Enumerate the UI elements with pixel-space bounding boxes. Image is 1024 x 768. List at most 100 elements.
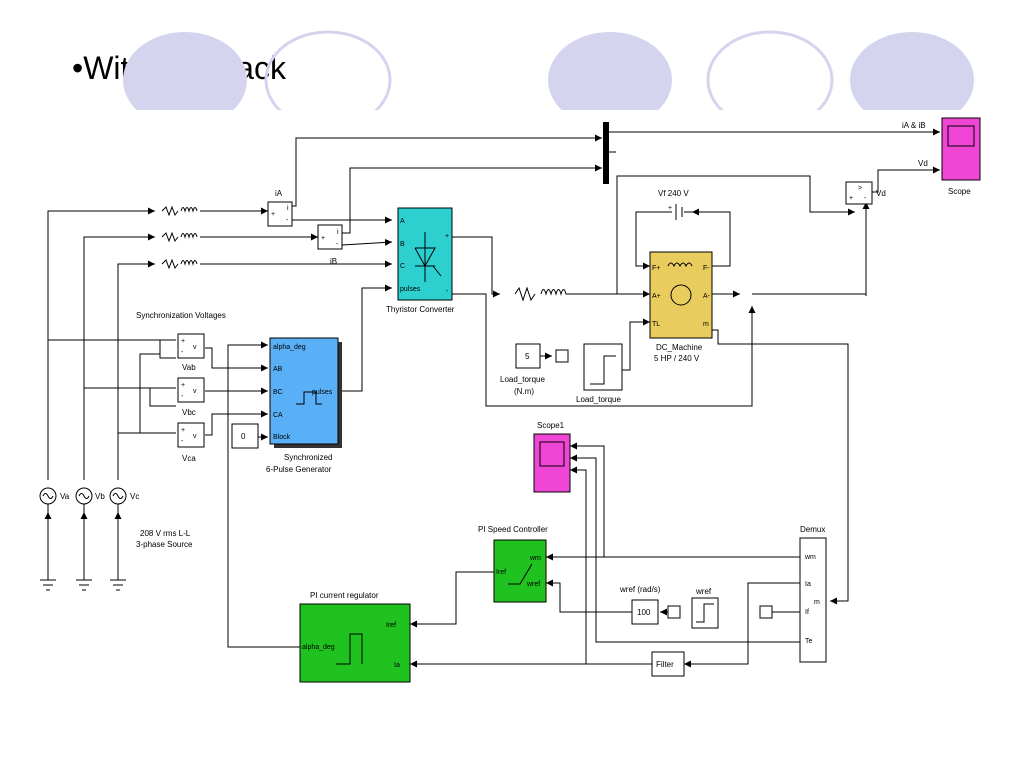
vd-label: Vd xyxy=(876,189,886,198)
wref-step[interactable]: wref xyxy=(691,587,719,629)
mux-bar[interactable] xyxy=(603,122,609,184)
sync-voltages-title: Synchronization Voltages xyxy=(136,311,226,320)
source-vc[interactable]: Vc xyxy=(109,487,139,591)
load-torque-constant[interactable]: 5 Load_torque (N.m) xyxy=(500,343,569,396)
vca-label: Vca xyxy=(182,454,196,463)
svg-text:-: - xyxy=(446,288,449,295)
scope1-label: Scope1 xyxy=(537,421,565,430)
svg-text:-: - xyxy=(336,241,339,248)
scope1[interactable]: Scope1 xyxy=(533,421,571,493)
svg-text:wref: wref xyxy=(526,581,540,588)
svg-text:m: m xyxy=(703,321,709,328)
svg-text:+: + xyxy=(271,211,275,218)
pi-speed-controller[interactable]: Iref wm wref PI Speed Controller xyxy=(478,525,548,603)
if-terminator[interactable] xyxy=(759,605,773,619)
dc-machine-label-line1: DC_Machine xyxy=(656,343,703,352)
svg-text:A+: A+ xyxy=(652,293,661,300)
svg-text:alpha_deg: alpha_deg xyxy=(302,644,335,651)
svg-text:+: + xyxy=(445,233,449,240)
svg-text:wm: wm xyxy=(804,554,816,561)
svg-text:+: + xyxy=(181,427,185,434)
current-meter-ia[interactable]: + i - iA xyxy=(267,189,293,227)
vm-vbc[interactable]: +- v Vbc xyxy=(177,377,205,417)
wref-constant[interactable]: 100 wref (rad/s) xyxy=(619,585,681,625)
source-va-label: Va xyxy=(60,492,70,501)
armature-rl xyxy=(514,286,580,302)
svg-text:F+: F+ xyxy=(652,265,660,272)
svg-text:If: If xyxy=(805,609,809,616)
vab-label: Vab xyxy=(182,363,196,372)
load-torque-step[interactable]: Load_torque xyxy=(576,343,623,404)
svg-text:-: - xyxy=(181,438,184,445)
svg-text:Te: Te xyxy=(805,638,813,645)
scope[interactable]: Scope iA & iB Vd xyxy=(902,117,981,196)
three-phase-source[interactable]: Va Vb Vc 208 V rms L-L 3-phase Source xyxy=(39,487,193,591)
pi-speed-title: PI Speed Controller xyxy=(478,525,548,534)
svg-text:F-: F- xyxy=(703,265,710,272)
svg-text:v: v xyxy=(193,433,197,440)
svg-text:-: - xyxy=(286,217,289,224)
bg-circle xyxy=(548,32,672,128)
demux[interactable]: wm Ia If Te m Demux xyxy=(799,525,827,663)
wref-label: wref (rad/s) xyxy=(619,585,661,594)
dc-machine[interactable]: F+ A+ TL F- A- m DC_Machine 5 HP / 240 V xyxy=(649,251,713,363)
svg-text:Iref: Iref xyxy=(496,569,506,576)
generator-label-line1: Synchronized xyxy=(284,453,332,462)
svg-text:A: A xyxy=(400,218,405,225)
svg-text:TL: TL xyxy=(652,321,660,328)
signal-ia-ib-label: iA & iB xyxy=(902,121,926,130)
filter-block[interactable]: Filter xyxy=(651,651,685,677)
signal-ib-label: iB xyxy=(330,257,337,266)
svg-text:CA: CA xyxy=(273,412,283,419)
signal-vd-label-top: Vd xyxy=(918,159,928,168)
svg-text:+: + xyxy=(849,195,853,202)
generator-label-line2: 6-Pulse Generator xyxy=(266,465,332,474)
svg-text:+: + xyxy=(321,235,325,242)
svg-text:BC: BC xyxy=(273,389,283,396)
svg-text:+: + xyxy=(181,382,185,389)
field-source[interactable]: + Vf 240 V xyxy=(658,189,689,220)
svg-text:B: B xyxy=(400,241,405,248)
svg-text:5: 5 xyxy=(525,352,530,361)
source-label-line2: 3-phase Source xyxy=(136,540,193,549)
svg-text:i: i xyxy=(287,205,289,212)
bg-circle xyxy=(850,32,974,128)
source-label-line1: 208 V rms L-L xyxy=(140,529,191,538)
demux-title: Demux xyxy=(800,525,825,534)
decorative-circles xyxy=(123,30,974,130)
svg-text:+: + xyxy=(668,205,672,212)
svg-text:100: 100 xyxy=(637,608,651,617)
svg-text:0: 0 xyxy=(241,432,246,441)
filter-label: Filter xyxy=(656,660,674,669)
svg-text:pulses: pulses xyxy=(312,389,333,396)
thyristor-converter[interactable]: A B C pulses + - Thyristor Converter xyxy=(386,207,455,314)
field-label: Vf 240 V xyxy=(658,189,689,198)
current-meter-ib[interactable]: + i - iB xyxy=(317,224,343,266)
svg-text:-: - xyxy=(181,393,184,400)
source-vb[interactable]: Vb xyxy=(75,487,105,591)
svg-text:-: - xyxy=(864,195,867,202)
load-torque-label-line2: (N.m) xyxy=(514,387,534,396)
svg-text:Block: Block xyxy=(273,434,291,441)
svg-text:m: m xyxy=(814,599,820,606)
vm-vca[interactable]: + - v Vca xyxy=(177,422,205,463)
svg-text:i: i xyxy=(337,229,339,236)
vm-vab[interactable]: +- v Vab xyxy=(177,333,205,372)
svg-text:+: + xyxy=(181,338,185,345)
wires xyxy=(47,128,940,668)
pulse-generator[interactable]: alpha_deg AB BC CA Block pulses Synchron… xyxy=(266,337,342,474)
svg-text:Ia: Ia xyxy=(394,662,400,669)
source-va[interactable]: Va xyxy=(39,487,70,591)
svg-text:alpha_deg: alpha_deg xyxy=(273,344,306,351)
svg-text:>: > xyxy=(858,185,862,192)
block-constant[interactable]: 0 xyxy=(231,423,259,449)
rl-branches xyxy=(161,205,198,270)
vd-sum-block[interactable]: + > - Vd xyxy=(845,181,886,205)
pi-current-regulator[interactable]: Iref Ia alpha_deg PI current regulator xyxy=(299,591,411,683)
load-torque-step-label: Load_torque xyxy=(576,395,621,404)
source-vc-label: Vc xyxy=(130,492,139,501)
pi-current-title: PI current regulator xyxy=(310,591,379,600)
load-torque-label-line1: Load_torque xyxy=(500,375,545,384)
svg-text:A-: A- xyxy=(703,293,711,300)
